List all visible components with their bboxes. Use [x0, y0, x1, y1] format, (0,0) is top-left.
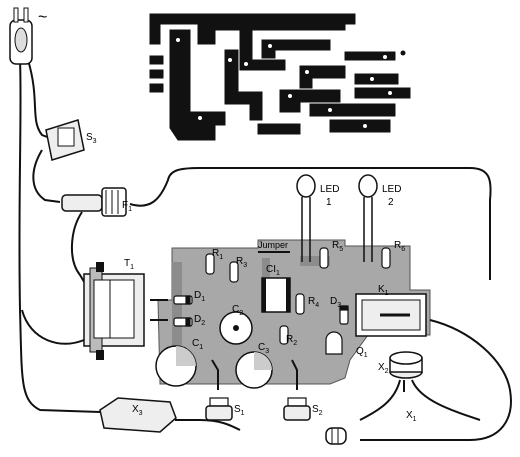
diodes: [173, 295, 349, 327]
capacitor-c1: [155, 345, 197, 387]
transistor-q1: [325, 331, 343, 355]
transformer-t1: [83, 262, 145, 360]
s3-label: S3: [86, 132, 97, 145]
c3-label: C3: [258, 342, 269, 355]
s2-label: S2: [312, 404, 323, 417]
ic-ci1: [261, 277, 291, 313]
f1-label: F1: [122, 200, 132, 213]
c2-label: C2: [232, 304, 243, 317]
switch-s2: [283, 397, 311, 421]
ac-symbol: ~: [38, 9, 47, 26]
switch-s1: [205, 397, 233, 421]
ci1-label: CI1: [266, 264, 280, 277]
main-circuit-board: [157, 239, 431, 385]
r2-label: R2: [286, 334, 297, 347]
switch-s3: [45, 119, 85, 161]
led1-label-line1: LED: [320, 184, 339, 195]
wiring: [18, 59, 512, 441]
x2-label: X2: [378, 362, 389, 375]
power-plug: [9, 7, 33, 65]
relay-k1: [355, 293, 427, 337]
led2-label-line2: 2: [388, 197, 394, 208]
t1-label: T1: [124, 258, 134, 271]
x3-label: X3: [132, 404, 143, 417]
pcb-trace-pattern: [149, 13, 411, 141]
r5-label: R5: [332, 240, 343, 253]
fuse-f1: [61, 187, 127, 217]
r3-label: R3: [236, 256, 247, 269]
s1-label: S1: [234, 404, 245, 417]
d2-label: D2: [194, 314, 205, 327]
d1-label: D1: [194, 290, 205, 303]
pcb-pad-holes: [176, 38, 392, 128]
r6-label: R6: [394, 240, 405, 253]
capacitor-c3: [235, 351, 273, 389]
connector-x2: [389, 351, 423, 379]
resistors: [205, 247, 391, 345]
r4-label: R4: [308, 296, 319, 309]
connector-x1-plug: [325, 427, 347, 445]
k1-label: K1: [378, 284, 389, 297]
r1-label: R1: [212, 248, 223, 261]
pcb-mount-hole: [400, 50, 406, 56]
led-2: [358, 174, 378, 262]
c1-label: C1: [192, 338, 203, 351]
led2-label-line1: LED: [382, 184, 401, 195]
capacitor-c2: [219, 311, 253, 345]
led-1: [296, 174, 316, 262]
jumper-label: Jumper: [258, 240, 288, 250]
q1-label: Q1: [356, 346, 368, 359]
d3-label: D3: [330, 296, 341, 309]
led1-label-line2: 1: [326, 197, 332, 208]
x1-label: X1: [406, 410, 417, 423]
connector-x3: [99, 397, 177, 433]
